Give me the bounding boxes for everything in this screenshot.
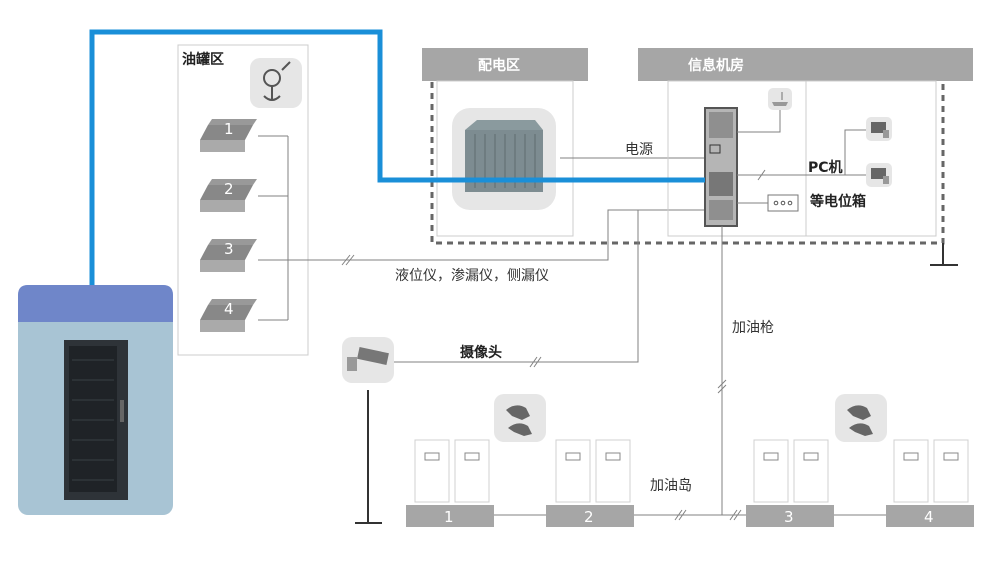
camera-label: 摄像头 [460,344,502,361]
desktop-pc-icon [866,163,892,187]
power-area-header [422,48,588,81]
substation-building-icon [452,108,556,210]
equipotential-label: 等电位箱 [810,193,866,210]
island-4: 4 [886,505,974,527]
tank-area-label: 油罐区 [182,51,224,68]
camera-ground-symbol [355,390,382,524]
terminal-box-icon [767,194,799,212]
island-1: 1 [406,505,494,527]
dispenser-display [424,452,959,461]
network-cabinet-icon [18,285,173,515]
island-2: 2 [546,505,634,527]
nozzle-trunk-wire [717,226,727,515]
tank-number: 1 [224,120,234,138]
tank-number: 4 [224,300,234,318]
power-label: 电源 [625,142,653,158]
camera-wire [394,210,639,368]
server-room-label: 信息机房 [688,57,744,74]
island-number: 4 [924,508,934,526]
sensors-label: 液位仪，渗漏仪，侧漏仪 [395,268,549,284]
island-number: 1 [444,508,454,526]
pc-wire [737,129,866,181]
sensor-probe-icon [250,58,302,108]
island-3: 3 [746,505,834,527]
server-room-box [667,80,937,237]
tank-number: 2 [224,180,234,198]
tank-3: 3 [200,239,257,272]
fuel-nozzle-icon [835,394,887,442]
server-room-header [638,48,973,81]
fuel-nozzle-icon [494,394,546,442]
tank-1: 1 [200,119,257,152]
tank-number: 3 [224,240,234,258]
router-icon [768,88,792,110]
cctv-camera-icon [342,337,394,383]
dashed-boundary [430,82,945,245]
pc-label: PC机 [808,159,843,176]
island-bus-wire [494,509,886,521]
fiber-link [89,29,705,288]
island-number: 2 [584,508,594,526]
fuel-dispenser-icon [414,439,969,503]
nozzle-label: 加油枪 [732,319,774,336]
tank-2: 2 [200,179,257,212]
power-area-label: 配电区 [478,57,520,74]
tank-4: 4 [200,299,257,332]
island-number: 3 [784,508,794,526]
router-wire [737,110,781,133]
server-rack-icon [704,107,738,227]
ground-symbol [930,243,958,266]
island-label: 加油岛 [650,478,692,494]
desktop-pc-icon [866,117,892,141]
tank-bus-wire [258,135,705,321]
tank-area-box [177,44,309,356]
